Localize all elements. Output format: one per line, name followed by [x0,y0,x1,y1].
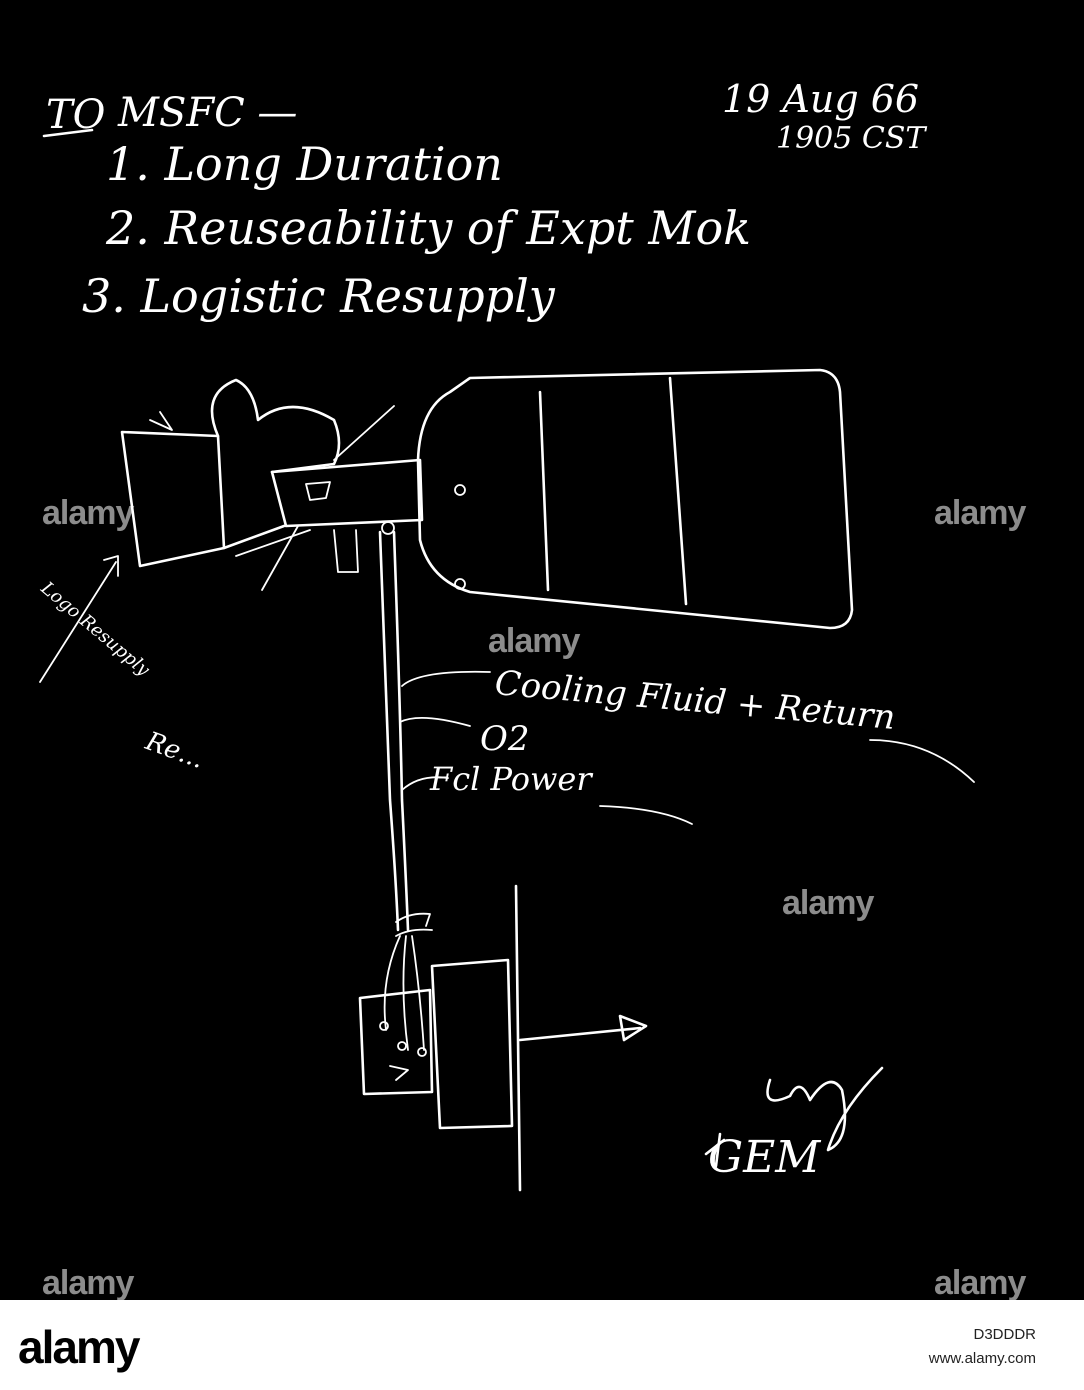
scanned-sketch: TO MSFC — 19 Aug 66 1905 CST 1. Long Dur… [0,0,1084,1302]
airlock-hatch [305,481,331,501]
cooling-label: Cooling Fluid + Return [493,663,897,738]
item-1: 1. Long Duration [106,137,503,191]
connector-panel [358,988,434,1096]
umbilical-port [381,521,395,535]
docking-probe [333,529,359,573]
left-label: Logo Resupply [36,577,154,681]
ground-wall [514,884,522,1192]
cooling-tail [869,739,975,783]
output-arrow-head [618,1014,648,1042]
signature-scrawl [766,1066,884,1152]
umbilical-line [378,530,410,932]
watermark-bottom-left: alamy [42,1264,134,1302]
to-underline [42,128,94,138]
watermark-right: alamy [934,494,1026,532]
workshop-body [416,368,854,630]
power-label: Fcl Power [429,760,593,798]
addressee: MSFC — [117,90,297,136]
date: 19 Aug 66 [722,77,919,121]
watermark-mid-right: alamy [782,884,874,922]
oxygen-leader [399,716,471,727]
port-upper [454,484,466,496]
panel-arrow [389,1065,409,1081]
item-3: 3. Logistic Resupply [82,269,556,323]
workshop-segments [538,376,688,606]
radiating-lines [235,405,395,591]
cooling-leader [401,670,491,687]
watermark-left: alamy [42,494,134,532]
valve-2 [397,1041,407,1051]
watermark-bottom-right: alamy [934,1264,1026,1302]
signature-mark [704,1132,726,1168]
valve-1 [379,1021,389,1031]
signature-initials: GEM [708,1132,821,1183]
time: 1905 CST [776,121,927,156]
image-id: D3DDDR [973,1326,1036,1343]
output-arrow-line [518,1026,642,1042]
footer-logo[interactable]: alamy [18,1321,140,1373]
csm-arrow [149,411,173,431]
power-tail [599,805,693,825]
oxygen-label: O2 [480,719,530,759]
power-leader [401,776,449,791]
ground-cabinet [430,958,514,1130]
airlock-module [270,458,424,528]
csm-link [222,524,286,550]
footer-url[interactable]: www.alamy.com [928,1350,1036,1367]
port-lower [454,578,466,590]
left-lower-label: Re... [141,726,208,775]
sketch-drawing: TO MSFC — 19 Aug 66 1905 CST 1. Long Dur… [36,77,975,1192]
footer-bar: alamy D3DDDR www.alamy.com [0,1300,1084,1390]
left-arrow [39,555,119,683]
item-2: 2. Reuseability of Expt Mok [105,201,751,255]
valve-3 [417,1047,427,1057]
csm-module [120,430,226,568]
solar-panel-sketch [210,378,341,474]
watermark-center: alamy [488,622,580,660]
to-label: TO [46,92,105,138]
umbilical-clamp [395,912,433,937]
